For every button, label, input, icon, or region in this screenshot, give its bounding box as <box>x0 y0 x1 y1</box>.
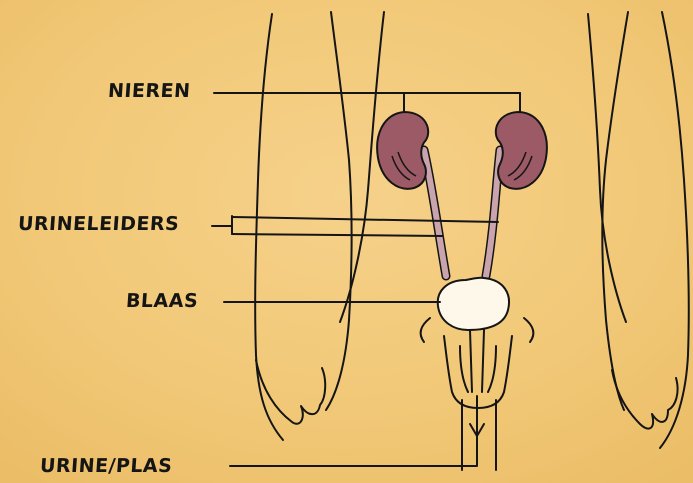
label-bladder: BLAAS <box>125 290 199 312</box>
label-urine: URINE/PLAS <box>39 455 173 477</box>
label-ureters: URINELEIDERS <box>17 213 180 235</box>
bladder <box>438 278 509 330</box>
label-kidneys: NIEREN <box>107 80 191 102</box>
